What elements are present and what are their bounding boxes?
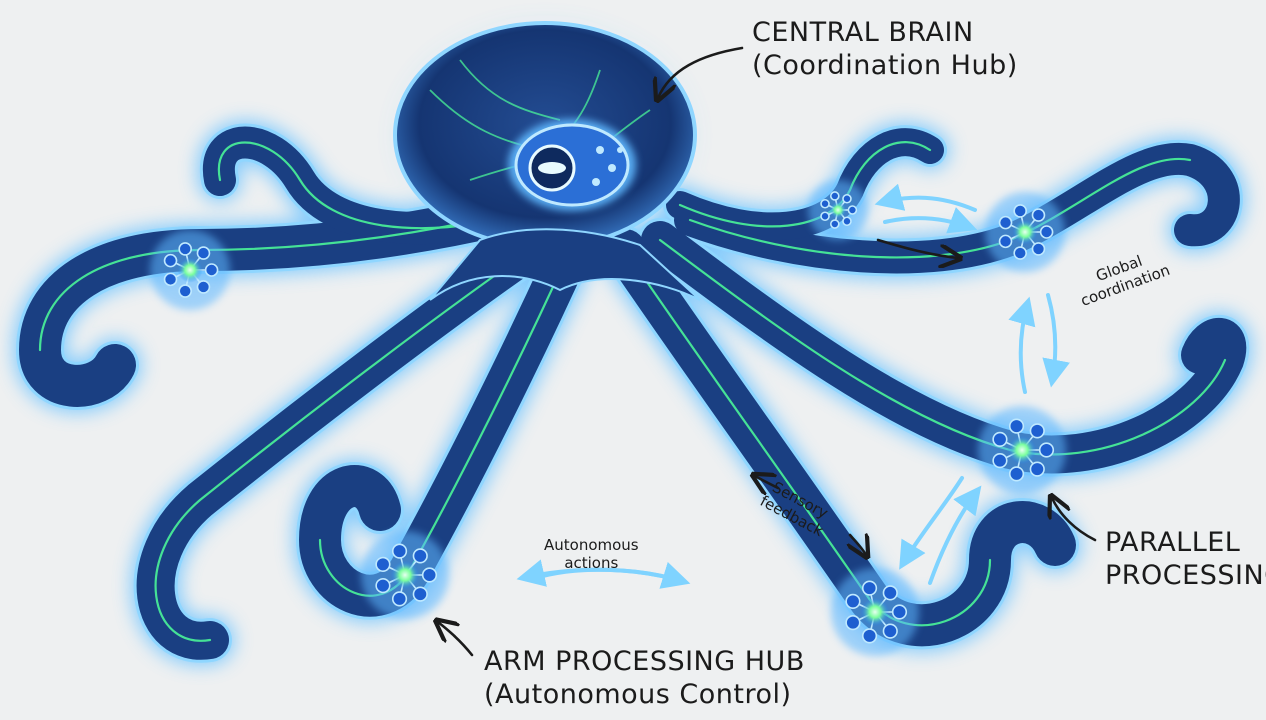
- arm-hub-title: ARM PROCESSING HUB: [484, 645, 805, 678]
- parallel-line2: PROCESSING: [1105, 559, 1266, 592]
- parallel-processing-label: PARALLEL PROCESSING: [1105, 526, 1266, 592]
- autonomous-actions-label: Autonomous actions: [544, 536, 639, 572]
- autonomous-line1: Autonomous: [544, 536, 639, 554]
- central-brain-label: CENTRAL BRAIN (Coordination Hub): [752, 16, 1018, 82]
- arm-hub-cluster-4: [978, 406, 1066, 494]
- arm-hub-cluster-1: [150, 230, 230, 310]
- arm-hub-cluster-2: [361, 531, 449, 619]
- arm-hub-subtitle: (Autonomous Control): [484, 678, 805, 711]
- arm-hub-cluster-6: [808, 180, 868, 240]
- central-brain-subtitle: (Coordination Hub): [752, 49, 1018, 82]
- arm-hub-cluster-5: [985, 192, 1065, 272]
- arm-hub-cluster-3: [831, 568, 919, 656]
- octopus-eye-brain-icon: [508, 119, 636, 211]
- autonomous-line2: actions: [544, 554, 639, 572]
- central-brain-title: CENTRAL BRAIN: [752, 16, 1018, 49]
- parallel-line1: PARALLEL: [1105, 526, 1266, 559]
- arm-hub-label: ARM PROCESSING HUB (Autonomous Control): [484, 645, 805, 711]
